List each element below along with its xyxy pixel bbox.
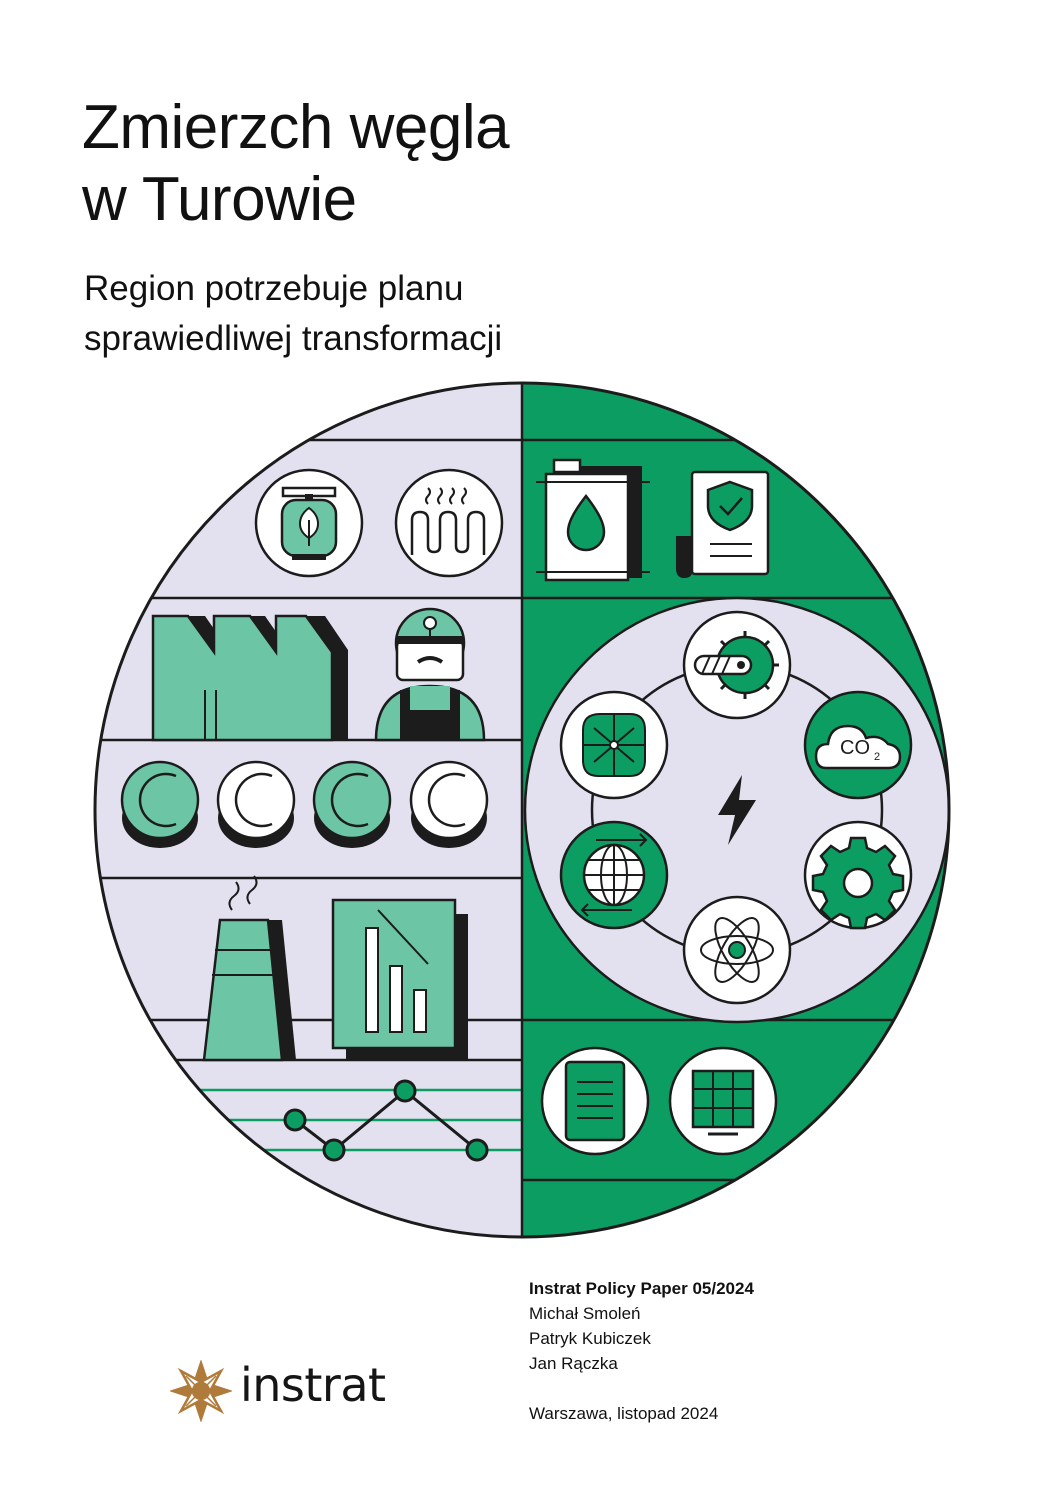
title-line-1: Zmierzch węgla: [82, 93, 510, 162]
title-line-2: w Turowie: [82, 165, 357, 234]
cog-icon: [803, 820, 913, 930]
cooling-tower-icon: [202, 875, 296, 1062]
gas-cylinder-leaf-icon: [254, 468, 364, 578]
publication-meta: Instrat Policy Paper 05/2024 Michał Smol…: [529, 1276, 754, 1426]
bar-chart-decline-icon: [331, 898, 468, 1060]
co2-cloud-icon: CO 2: [803, 690, 913, 800]
energy-cycle-panel: CO 2: [523, 596, 951, 1024]
author-1: Michał Smoleń: [529, 1304, 641, 1323]
atom-icon: [682, 895, 792, 1005]
instrat-emblem-icon: [170, 1360, 232, 1422]
document-subtitle: Region potrzebuje planu sprawiedliwej tr…: [84, 264, 502, 364]
certificate-shield-icon: [676, 470, 770, 578]
solar-panel-icon: [668, 1046, 778, 1156]
place-date: Warszawa, listopad 2024: [529, 1404, 719, 1423]
fuel-canister-drop-icon: [536, 458, 650, 582]
author-2: Patryk Kubiczek: [529, 1329, 651, 1348]
turbine-gear-icon: [682, 610, 792, 720]
outer-circle: [93, 381, 951, 1239]
lightning-bolt-icon: [718, 775, 756, 845]
document-title: Zmierzch węgla w Turowie: [82, 92, 510, 236]
series-label: Instrat Policy Paper 05/2024: [529, 1279, 754, 1298]
miner-worker-icon: [374, 607, 486, 742]
instrat-wordmark: instrat: [240, 1358, 386, 1412]
clover-leaves-icon: [559, 690, 669, 800]
radiator-heat-icon: [394, 468, 504, 578]
notepad-icon: [540, 1046, 650, 1156]
co2-subscript: 2: [874, 751, 880, 763]
coins-icon: [120, 760, 489, 848]
line-graph-icon: [283, 1079, 489, 1162]
instrat-logo: instrat: [168, 1356, 398, 1422]
subtitle-line-1: Region potrzebuje planu: [84, 269, 464, 308]
co2-label: CO: [840, 737, 870, 759]
factory-icon: [151, 614, 348, 742]
subtitle-line-2: sprawiedliwej transformacji: [84, 319, 503, 358]
globe-exchange-icon: [559, 820, 669, 930]
author-3: Jan Rączka: [529, 1354, 618, 1373]
cover-illustration: CO 2: [93, 381, 951, 1239]
